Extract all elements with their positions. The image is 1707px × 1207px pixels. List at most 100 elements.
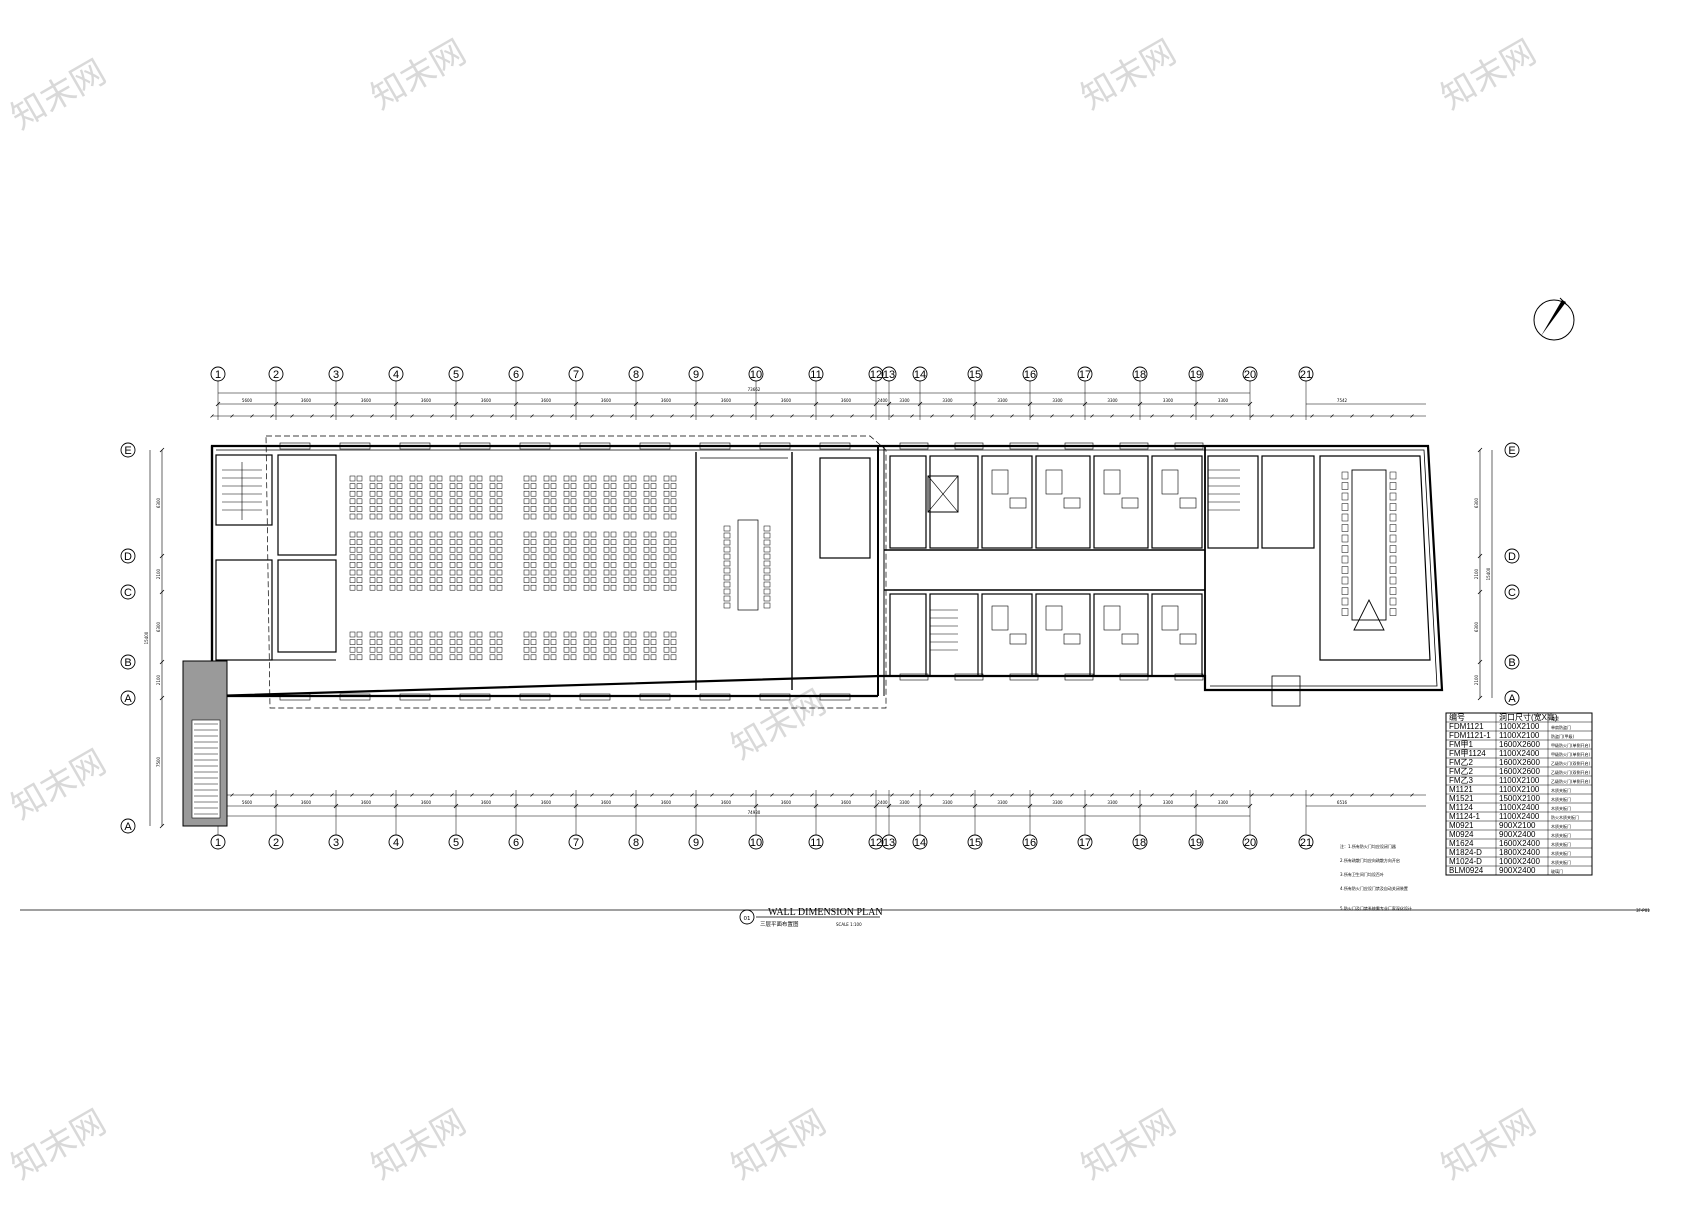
seat — [396, 506, 403, 512]
seat — [456, 569, 463, 576]
chair — [1389, 482, 1397, 490]
door-table-cell: 1100X2100 — [1499, 722, 1540, 731]
desk — [1161, 469, 1179, 495]
seat — [623, 631, 630, 638]
seat — [356, 483, 363, 489]
seat — [376, 584, 383, 591]
grid-label-left-A: A — [124, 693, 132, 705]
seat — [630, 569, 637, 576]
grid-label-bottom-18: 18 — [1134, 837, 1146, 849]
seat — [570, 513, 577, 520]
seat — [590, 531, 597, 538]
seat — [356, 490, 363, 497]
table — [763, 581, 771, 588]
dimension-label: 3600 — [421, 800, 432, 805]
seat — [523, 513, 530, 520]
grid-label-top-17: 17 — [1079, 369, 1091, 381]
dimension-label: 3600 — [721, 800, 732, 805]
dimension-label: 3300 — [1052, 800, 1063, 805]
seat — [610, 569, 617, 576]
seat — [623, 639, 630, 645]
dimension-label: 3600 — [601, 398, 612, 403]
window — [459, 442, 491, 450]
chair — [1389, 608, 1397, 616]
seat — [603, 646, 610, 653]
dimension-label: 3600 — [661, 800, 672, 805]
dimension-label: 3600 — [361, 398, 372, 403]
seat — [409, 475, 416, 482]
seat — [349, 490, 356, 497]
seat — [476, 654, 483, 661]
seat — [670, 483, 677, 489]
seat — [396, 513, 403, 520]
dimension-label: 6300 — [1474, 621, 1479, 632]
dimension-label: 3600 — [421, 398, 432, 403]
seat — [416, 506, 423, 512]
door-table-cell: 木质夹板门 — [1551, 850, 1571, 856]
seat — [663, 584, 670, 591]
seat — [650, 483, 657, 489]
grid-bubble-left-extra — [120, 818, 136, 834]
seat — [603, 506, 610, 512]
grid-label-right-A: A — [1508, 693, 1516, 705]
dimension-label: 7542 — [1337, 398, 1348, 403]
seat — [369, 475, 376, 482]
seat — [456, 639, 463, 645]
seat — [396, 639, 403, 645]
seat — [409, 546, 416, 553]
window — [339, 693, 371, 701]
seat — [349, 577, 356, 583]
door-table-header: 编号 — [1449, 712, 1465, 722]
desk — [1063, 497, 1081, 509]
seat — [550, 577, 557, 583]
seat — [369, 654, 376, 661]
seat — [389, 483, 396, 489]
desk — [1063, 633, 1081, 645]
seat — [610, 631, 617, 638]
seat — [663, 513, 670, 520]
seat — [489, 513, 496, 520]
door-table-cell: 1100X2100 — [1499, 731, 1540, 740]
seat — [409, 569, 416, 576]
seat — [630, 490, 637, 497]
seat — [396, 646, 403, 653]
seat — [650, 554, 657, 561]
seat — [496, 531, 503, 538]
chair — [1389, 524, 1397, 532]
seat — [523, 531, 530, 538]
seat — [530, 577, 537, 583]
seat — [469, 562, 476, 568]
seat — [550, 490, 557, 497]
seat — [530, 631, 537, 638]
seat — [603, 539, 610, 545]
seat — [650, 513, 657, 520]
seat — [356, 654, 363, 661]
seat — [623, 646, 630, 653]
seat — [530, 498, 537, 505]
seat — [650, 577, 657, 583]
grid-label-right-B: B — [1508, 657, 1515, 669]
seat — [663, 539, 670, 545]
seat — [356, 539, 363, 545]
seat — [356, 546, 363, 553]
drawing-title-cn: 三层平面布置图 — [760, 920, 799, 928]
seat — [496, 554, 503, 561]
seat — [563, 631, 570, 638]
dimension-label: 3300 — [899, 398, 910, 403]
seat — [376, 546, 383, 553]
seat — [563, 584, 570, 591]
seat — [530, 646, 537, 653]
grid-bubble-left-D — [120, 548, 136, 564]
desk — [1179, 497, 1197, 509]
seat — [563, 498, 570, 505]
grid-bubble-left-A — [120, 690, 136, 706]
grid-label-top-2: 2 — [273, 369, 279, 381]
seat — [449, 490, 456, 497]
window — [954, 442, 984, 450]
seat — [396, 539, 403, 545]
seat — [610, 483, 617, 489]
table — [723, 532, 731, 539]
seat — [550, 475, 557, 482]
seat — [476, 584, 483, 591]
